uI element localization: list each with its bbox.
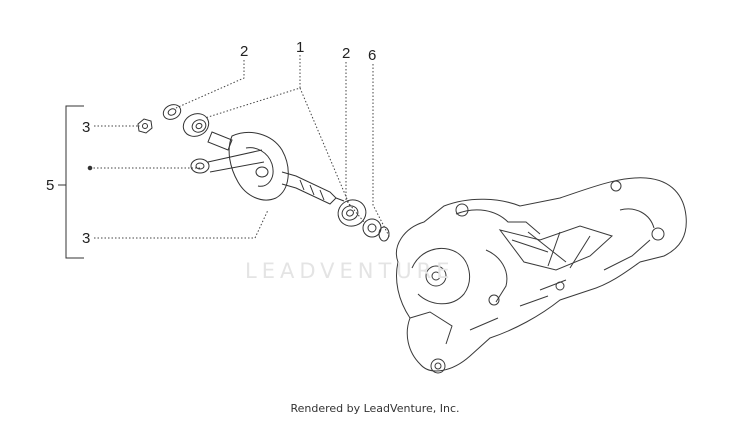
callout-3-top: 3: [82, 119, 91, 136]
oil-seal-left: [162, 104, 182, 120]
assembly-bracket: [58, 105, 84, 259]
bearing-left: [182, 113, 210, 137]
nut-top: [137, 118, 153, 134]
watermark: LEADVENTURE: [245, 259, 455, 283]
oil-seal-right: [362, 218, 382, 238]
callout-5: 5: [46, 177, 55, 194]
leader-lines: [90, 55, 391, 239]
render-credit: Rendered by LeadVenture, Inc.: [290, 402, 460, 415]
bearing-right: [337, 199, 367, 227]
crankshaft: [207, 131, 345, 205]
callout-6: 6: [368, 47, 377, 64]
callout-2-left: 2: [240, 43, 249, 60]
callout-3-bottom: 3: [82, 230, 91, 247]
connecting-rod: [87, 149, 265, 174]
spacer-ring: [378, 226, 390, 242]
callout-1: 1: [296, 39, 305, 56]
callout-2-right: 2: [342, 45, 351, 62]
crankcase: [396, 177, 687, 374]
